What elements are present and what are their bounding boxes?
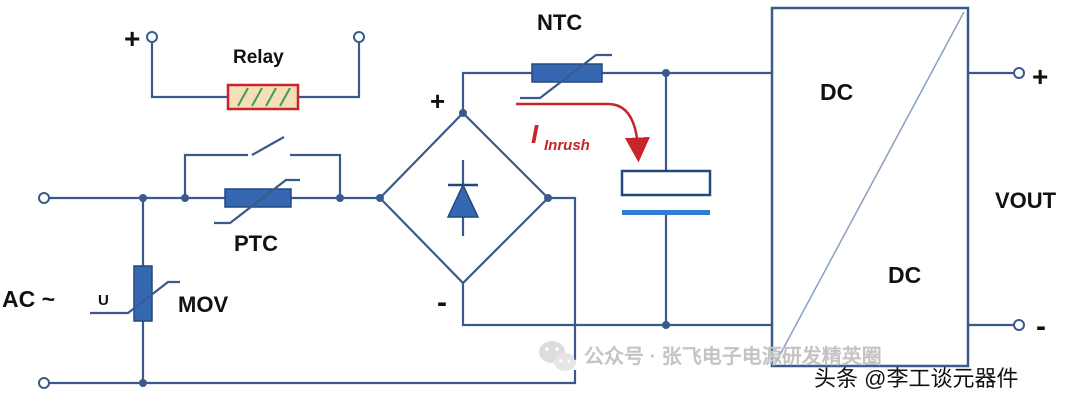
label-ntc: NTC: [537, 10, 582, 35]
mov-slash: [90, 280, 180, 315]
input-wiring: [38, 136, 577, 389]
ptc-body: [224, 188, 292, 208]
label-out-minus: -: [1036, 310, 1046, 343]
terminal-plus-top: [146, 31, 158, 43]
node: [662, 321, 670, 329]
node: [662, 69, 670, 77]
node: [181, 194, 189, 202]
terminal-ac-bottom: [38, 377, 50, 389]
dc-plus-wire: [461, 71, 772, 113]
watermark-toutiao: 头条 @李工谈元器件: [814, 366, 1018, 391]
ntc-slash: [520, 53, 612, 100]
converter-diagonal: [775, 11, 965, 363]
dc-minus-wire: [461, 283, 772, 327]
inrush-arrow: [516, 102, 650, 163]
node: [544, 194, 552, 202]
dcdc-converter: [770, 6, 1025, 368]
label-relay: Relay: [233, 47, 284, 68]
label-inrush-sub: Inrush: [544, 137, 590, 154]
terminal-top-right: [353, 31, 365, 43]
relay-wire: [150, 42, 361, 99]
relay-circuit: [146, 31, 365, 111]
label-out-plus: +: [1032, 61, 1048, 92]
bridge-ac-right-wire: [548, 196, 577, 360]
mov-varistor: [90, 265, 180, 322]
terminal-ac-top: [38, 192, 50, 204]
dc-bus: [461, 69, 772, 329]
capacitor: [620, 169, 712, 215]
terminal-vout-plus: [1013, 67, 1025, 79]
label-mov-u: U: [98, 292, 109, 309]
relay-contact-wire: [183, 153, 342, 198]
wechat-icon: [539, 341, 576, 371]
bridge-rectifier: [378, 109, 577, 360]
terminal-vout-minus: [1013, 319, 1025, 331]
label-mov: MOV: [178, 292, 228, 317]
node: [139, 194, 147, 202]
node: [139, 379, 147, 387]
label-vout: VOUT: [995, 188, 1057, 213]
label-bridge-plus: +: [430, 86, 445, 116]
label-bridge-minus: -: [437, 286, 447, 319]
relay-contact-switch: [251, 136, 285, 156]
label-plus-top-left: +: [124, 23, 140, 54]
ntc-body: [531, 63, 603, 83]
ptc-thermistor: [214, 178, 300, 225]
relay-coil-windings: [237, 87, 291, 107]
line-bottom-wire: [49, 370, 577, 385]
watermark-wechat: 公众号 · 张飞电子电源研发精英圈: [584, 344, 882, 368]
label-ptc: PTC: [234, 231, 278, 256]
node: [336, 194, 344, 202]
ptc-slash: [214, 178, 300, 225]
output-wires: [968, 71, 1014, 327]
label-ac: AC ~: [2, 286, 55, 312]
relay-coil: [226, 83, 300, 111]
ntc-thermistor: [520, 53, 612, 100]
label-inrush-main: I: [531, 119, 539, 149]
label-dc-bottom: DC: [888, 262, 921, 288]
diode-triangle: [446, 183, 480, 218]
capacitor-plate-top: [620, 169, 712, 197]
capacitor-plate-bottom: [622, 210, 710, 215]
mov-body: [133, 265, 153, 322]
label-dc-top: DC: [820, 79, 853, 105]
